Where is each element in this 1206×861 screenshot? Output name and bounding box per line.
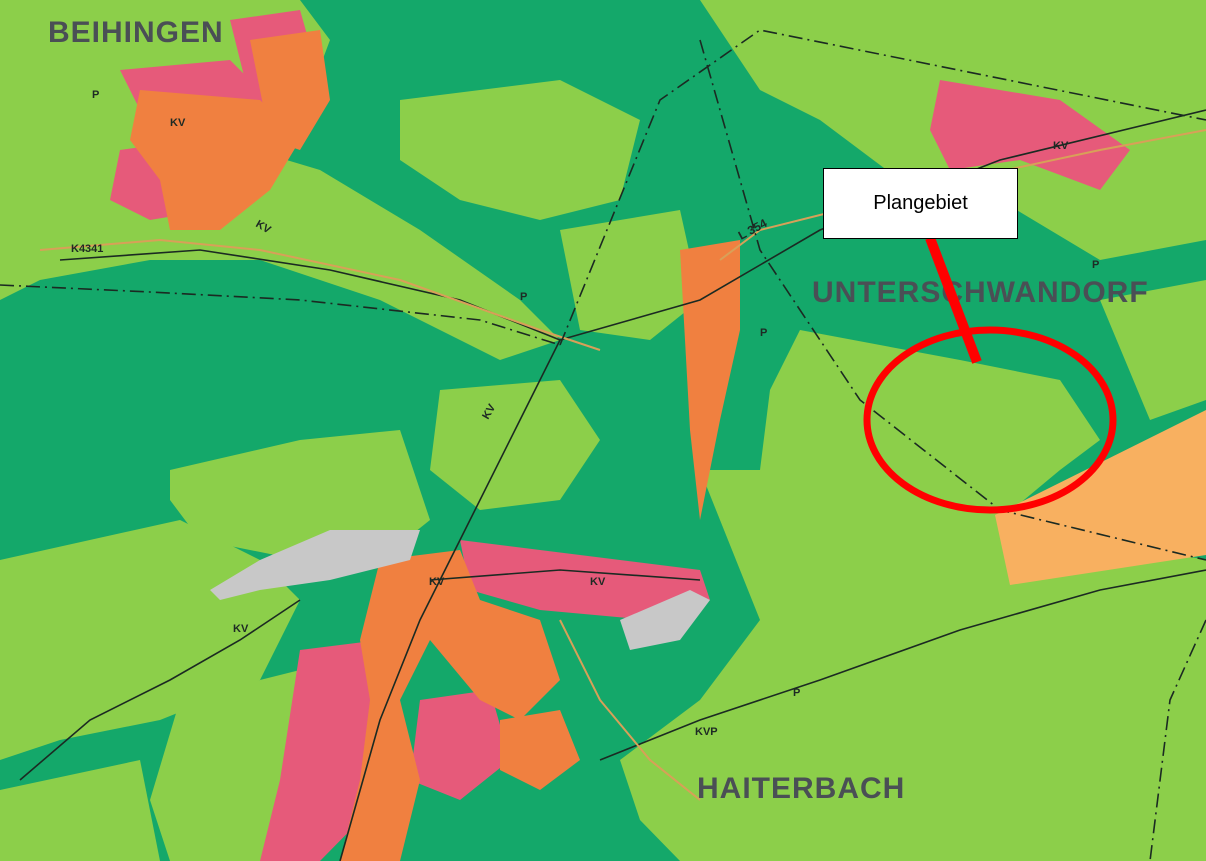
- road-label-p-east: P: [760, 327, 767, 339]
- road-label-kvp: KVP: [695, 726, 718, 738]
- road-label-p-center: P: [520, 291, 527, 303]
- road-label-kv-northeast: KV: [1053, 140, 1069, 152]
- place-unterschwandorf: UNTERSCHWANDORF: [812, 276, 1149, 309]
- special-use-area-east: [620, 590, 710, 650]
- road-label-k4341: K4341: [71, 243, 103, 255]
- mixed-areas: [130, 30, 740, 861]
- plan-area-label: Plangebiet: [873, 192, 968, 214]
- road-label-p-west: P: [92, 89, 99, 101]
- road-label-kv-south: KV: [429, 576, 445, 588]
- road-label-p-south: P: [793, 687, 800, 699]
- road-label-p-northeast: P: [1092, 259, 1099, 271]
- commercial-area: [995, 410, 1206, 585]
- place-beihingen: BEIHINGEN: [48, 16, 224, 49]
- road-label-kv-north: KV: [170, 117, 186, 129]
- place-haiterbach: HAITERBACH: [697, 772, 905, 805]
- special-use-area: [210, 530, 420, 600]
- boundary-lines: [0, 29, 1206, 861]
- road-label-kv-east: KV: [590, 576, 606, 588]
- road-label-kv-west: KV: [233, 623, 249, 635]
- plan-area-label-box: Plangebiet: [823, 168, 1018, 239]
- plan-area-pointer: [925, 236, 982, 364]
- plan-area-circle: [863, 326, 1117, 514]
